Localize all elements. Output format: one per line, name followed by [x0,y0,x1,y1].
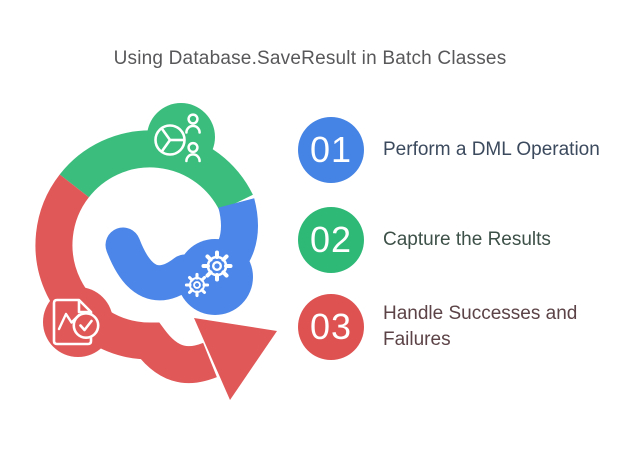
document-icon [52,298,93,346]
arrow-head [194,318,277,400]
check-mark [79,319,93,332]
step-label-1: Perform a DML Operation [383,139,600,160]
page-title: Using Database.SaveResult in Batch Class… [113,48,507,69]
step-badge-3: 03 [298,294,364,360]
step-label-2: Capture the Results [383,229,551,250]
pie-chart-people-icon [154,113,201,163]
check-circle-icon [72,311,100,339]
step-badge-1: 01 [298,117,364,183]
step-item-1: 01 Perform a DML Operation [298,117,608,183]
step-item-2: 02 Capture the Results [298,207,608,273]
step-badge-2: 02 [298,207,364,273]
step-item-3: 03 Handle Successes and Failures [298,294,608,360]
document-check-icon [52,298,100,346]
step-label-3: Handle Successes and Failures [383,303,578,350]
document-fold [77,300,91,314]
